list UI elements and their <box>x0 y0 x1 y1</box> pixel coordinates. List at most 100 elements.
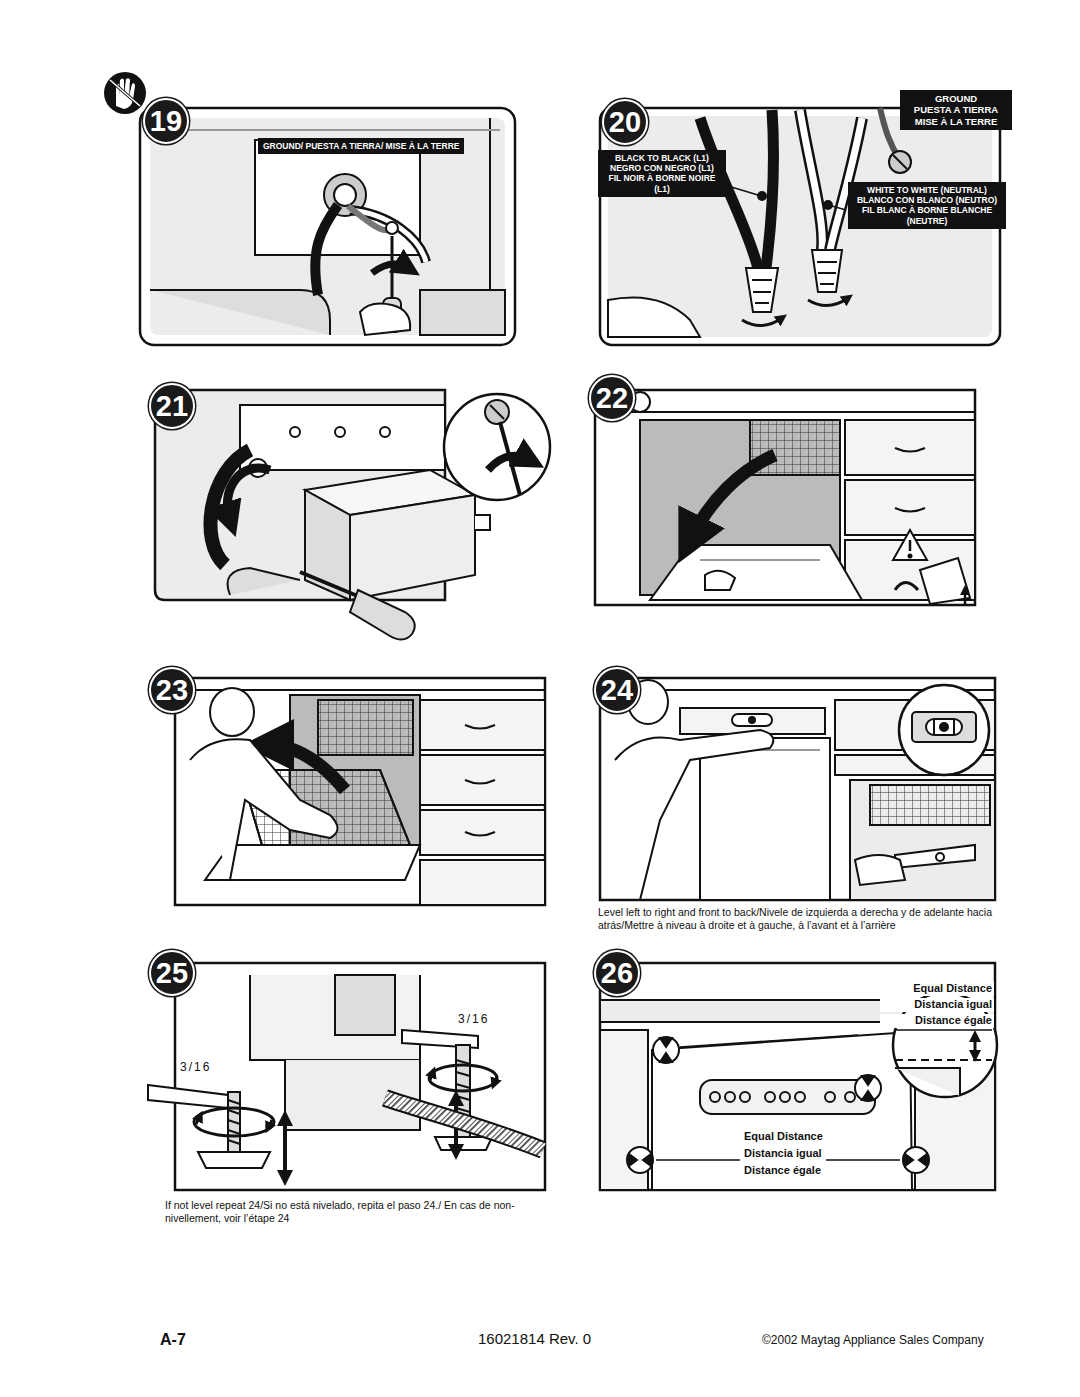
step-number-text: 26 <box>601 957 633 990</box>
part-number: 16021814 Rev. 0 <box>478 1330 591 1349</box>
panel-24-level <box>600 678 995 900</box>
panel-19-ground-screw <box>140 108 515 345</box>
panel-22-door-open-part <box>650 545 862 600</box>
gap-note: Distancia igual <box>880 998 994 1012</box>
panel-25-leveling-legs-part <box>196 1116 200 1124</box>
caution-hand-icon-part <box>110 80 140 106</box>
panel-24-level-part <box>855 855 905 885</box>
step-number: 19 <box>143 98 189 144</box>
panel-24-level-part <box>732 714 772 726</box>
callout-text: FIL BLANC À BORNE BLANCHE (NEUTRE) <box>853 205 1001 225</box>
panel-21-cover-box-part <box>475 515 490 530</box>
panel-22-door-open-part <box>845 420 975 475</box>
panel-19-ground-screw-part <box>391 236 394 300</box>
panel-23-rack-slide-part <box>318 700 413 755</box>
panel-20-wire-connections-part <box>800 110 822 250</box>
panel-26-door-gaps-part <box>895 1059 992 1061</box>
panel-19-ground-screw-part <box>334 184 356 206</box>
panel-26-door-gaps-part <box>660 1038 672 1062</box>
ground-callout: GROUND/ PUESTA A TIERRA/ MISE À LA TERRE <box>258 138 464 154</box>
panel-19-ground-screw-part <box>360 304 410 335</box>
panel-26-door-gaps-part <box>895 1068 960 1096</box>
panel-20-wire-connections-part <box>766 110 774 268</box>
page-number: A-7 <box>160 1330 186 1350</box>
callout-text: PUESTA A TIERRA <box>905 104 1007 115</box>
callout-text: GROUND/ PUESTA A TIERRA/ MISE À LA TERRE <box>263 141 459 151</box>
panel-24-level-part <box>615 730 773 900</box>
step-number-text: 19 <box>150 105 182 138</box>
panel-26-door-gaps-part <box>740 1092 750 1102</box>
panel-24-level-part <box>936 853 944 861</box>
panel-22-door-open-part <box>595 411 975 413</box>
panel-24-level-part <box>953 719 955 735</box>
panel-23-rack-slide-part <box>190 739 338 880</box>
panel-21-cover-box-part <box>488 456 530 470</box>
step-number: 26 <box>594 950 640 996</box>
panel-26-door-gaps-part <box>905 1154 927 1166</box>
panel-22-door-open-part <box>690 455 775 540</box>
gap-note: Distance égale <box>880 1014 994 1028</box>
panel-20-wire-connections-part <box>608 298 700 338</box>
panel-20-wire-connections-part <box>889 151 911 173</box>
wire-callout: WHITE TO WHITE (NEUTRAL)BLANCO CON BLANC… <box>848 182 1006 229</box>
panel-23-rack-slide-part <box>420 810 545 855</box>
panel-22-door-open-part <box>700 559 820 561</box>
panel-25-leveling-legs-part <box>385 1098 543 1150</box>
panel-22-door-open-part <box>920 558 970 604</box>
panel-19-ground-screw-part <box>315 205 338 295</box>
panel-26-door-gaps-part <box>700 1080 875 1114</box>
panel-19-ground-screw-part <box>255 140 420 255</box>
panel-24-level-part <box>940 723 948 731</box>
panel-19-ground-screw-part <box>420 290 505 335</box>
gap-note: Equal Distance <box>880 982 994 996</box>
panel-25-leveling-legs-part <box>175 963 545 1190</box>
wire-callout: BLACK TO BLACK (L1)NEGRO CON NEGRO (L1)F… <box>598 150 726 197</box>
panel-21-cover-box-part <box>380 427 390 437</box>
panel-23-rack-slide-part <box>420 860 545 905</box>
panel-19-ground-screw-part <box>386 222 398 234</box>
panel-26-door-gaps-part <box>795 1092 805 1102</box>
panel-21-cover-box-part <box>350 495 475 600</box>
step-number: 22 <box>589 375 635 421</box>
panel-25-leveling-legs-part <box>194 1108 274 1136</box>
panel-25-leveling-legs-part <box>198 1152 270 1168</box>
panel-21-cover-box-part <box>300 572 360 597</box>
step-number: 24 <box>594 667 640 713</box>
panel-26-door-gaps-part <box>862 1076 874 1100</box>
panel-24-level-part <box>899 685 989 775</box>
copyright: ©2002 Maytag Appliance Sales Company <box>762 1333 984 1348</box>
panel-26-door-gaps-part <box>656 1159 740 1161</box>
step-number: 20 <box>602 99 648 145</box>
ground-callout: GROUNDPUESTA A TIERRAMISE À LA TERRE <box>900 90 1012 130</box>
caution-hand-icon-part <box>104 72 146 114</box>
panel-20-wire-connections-part <box>742 318 782 326</box>
panel-26-door-gaps-part <box>903 1147 929 1173</box>
step-number-text: 22 <box>596 382 628 415</box>
panel-23-rack-slide-part <box>420 755 545 805</box>
panel-20-wire-connections-part <box>808 298 848 306</box>
panel-25-leveling-legs-part <box>268 1120 272 1128</box>
panel-21-cover-box-part <box>335 427 345 437</box>
panel-23-rack-slide <box>175 678 545 905</box>
panel-24-level-part <box>700 738 830 900</box>
instruction-note: If not level repeat 24/Si no está nivela… <box>165 1199 550 1225</box>
step-number-text: 23 <box>156 674 188 707</box>
panel-22-door-open-part <box>909 540 912 551</box>
panel-20-wire-connections-part <box>832 206 846 210</box>
panel-26-door-gaps-part <box>600 963 995 1190</box>
panel-23-rack-slide-part <box>210 688 254 736</box>
panel-26-door-gaps-part <box>855 1075 881 1101</box>
step-number: 21 <box>149 383 195 429</box>
panel-21-cover-box-part <box>240 405 445 470</box>
panel-19-ground-screw-part <box>140 108 515 345</box>
panel-21-cover-box-part <box>290 427 300 437</box>
panel-26-door-gaps <box>600 963 997 1190</box>
panel-26-door-gaps-part <box>653 1037 679 1063</box>
panel-23-rack-slide-part <box>318 700 413 755</box>
panel-21-cover-box <box>155 390 550 640</box>
callout-text: GROUND <box>905 93 1007 104</box>
panel-23-rack-slide-part <box>175 678 545 905</box>
panel-26-door-gaps-part <box>826 1159 900 1161</box>
panel-22-door-open <box>595 390 975 605</box>
panel-22-door-open-part <box>964 590 967 605</box>
